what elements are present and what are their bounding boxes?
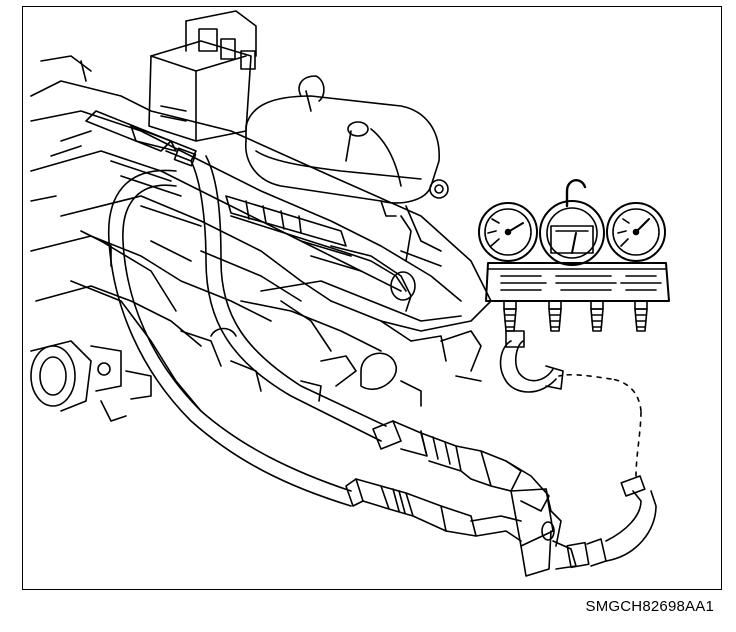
engine-bay-illustration [23,7,722,590]
coolant-reservoir [246,76,448,261]
quick-coupler-high [373,421,549,511]
control-module [149,11,256,141]
engine-block [31,56,491,421]
service-hose-long-outer [191,156,386,441]
service-hose-long-inner [109,170,351,506]
illustration-frame [22,6,722,590]
manifold-port-4 [635,301,647,331]
manifold-gauge-set [479,180,669,331]
figure-caption: SMGCH82698AA1 [585,598,714,615]
charging-hose [559,375,656,561]
ac-upper-line [86,111,415,311]
manifold-port-1 [504,301,516,331]
manifold-port-2 [549,301,561,331]
tee-valve [471,489,606,576]
quick-coupler-low [346,479,476,536]
gauge-feed-hose [501,331,563,392]
manifold-port-3 [591,301,603,331]
